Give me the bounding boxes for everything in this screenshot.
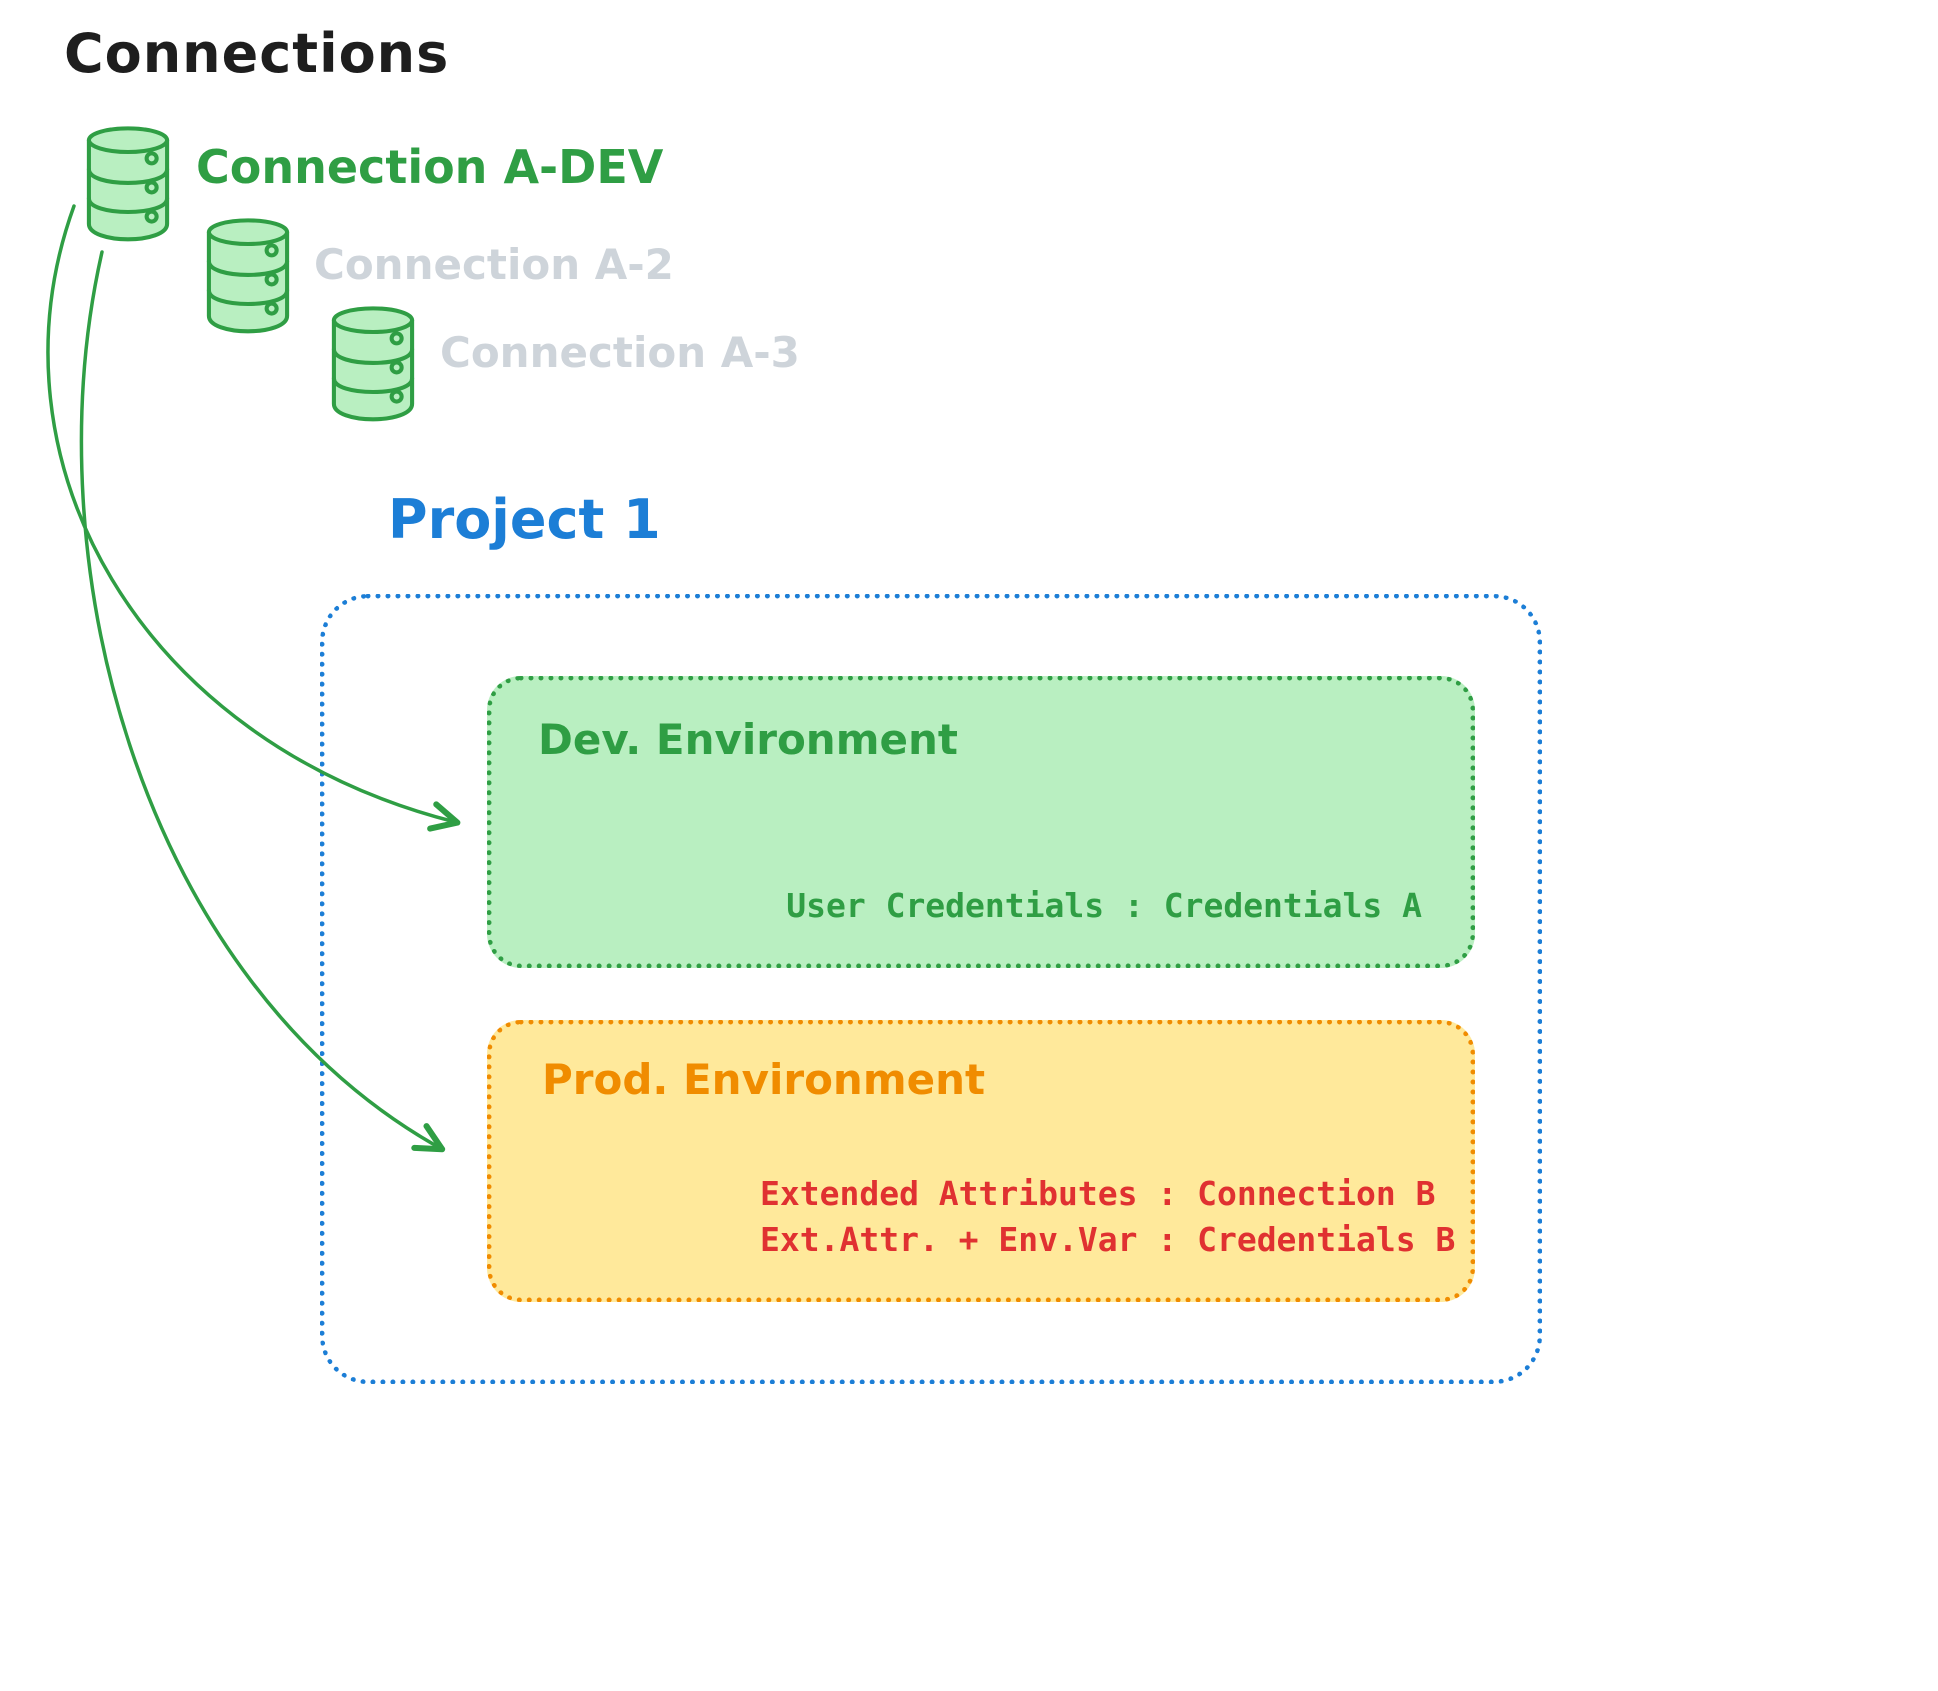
prod-attr-line-1: Extended Attributes : Connection B xyxy=(760,1173,1436,1213)
prod-attr-line-2: Ext.Attr. + Env.Var : Credentials B xyxy=(760,1219,1456,1259)
database-icon xyxy=(331,306,415,422)
connection-label-a-2: Connection A-2 xyxy=(314,240,674,289)
connection-item-a-2 xyxy=(202,214,294,334)
canvas-title: Connections xyxy=(64,22,450,85)
prod-environment-box: Prod. Environment Extended Attributes : … xyxy=(487,1020,1475,1302)
connection-item-a-dev xyxy=(82,122,174,242)
project-title: Project 1 xyxy=(388,488,661,551)
dev-environment-title: Dev. Environment xyxy=(538,715,958,764)
connection-label-a-dev: Connection A-DEV xyxy=(196,140,664,194)
dev-environment-box: Dev. Environment User Credentials : Cred… xyxy=(487,676,1475,968)
connection-item-a-3 xyxy=(327,302,419,422)
database-icon xyxy=(86,126,170,242)
database-icon xyxy=(206,218,290,334)
prod-environment-title: Prod. Environment xyxy=(542,1055,986,1104)
prod-environment-attributes: Extended Attributes : Connection B Ext.A… xyxy=(760,1171,1455,1263)
dev-environment-credentials: User Credentials : Credentials A xyxy=(786,886,1422,925)
connection-label-a-3: Connection A-3 xyxy=(440,328,800,377)
